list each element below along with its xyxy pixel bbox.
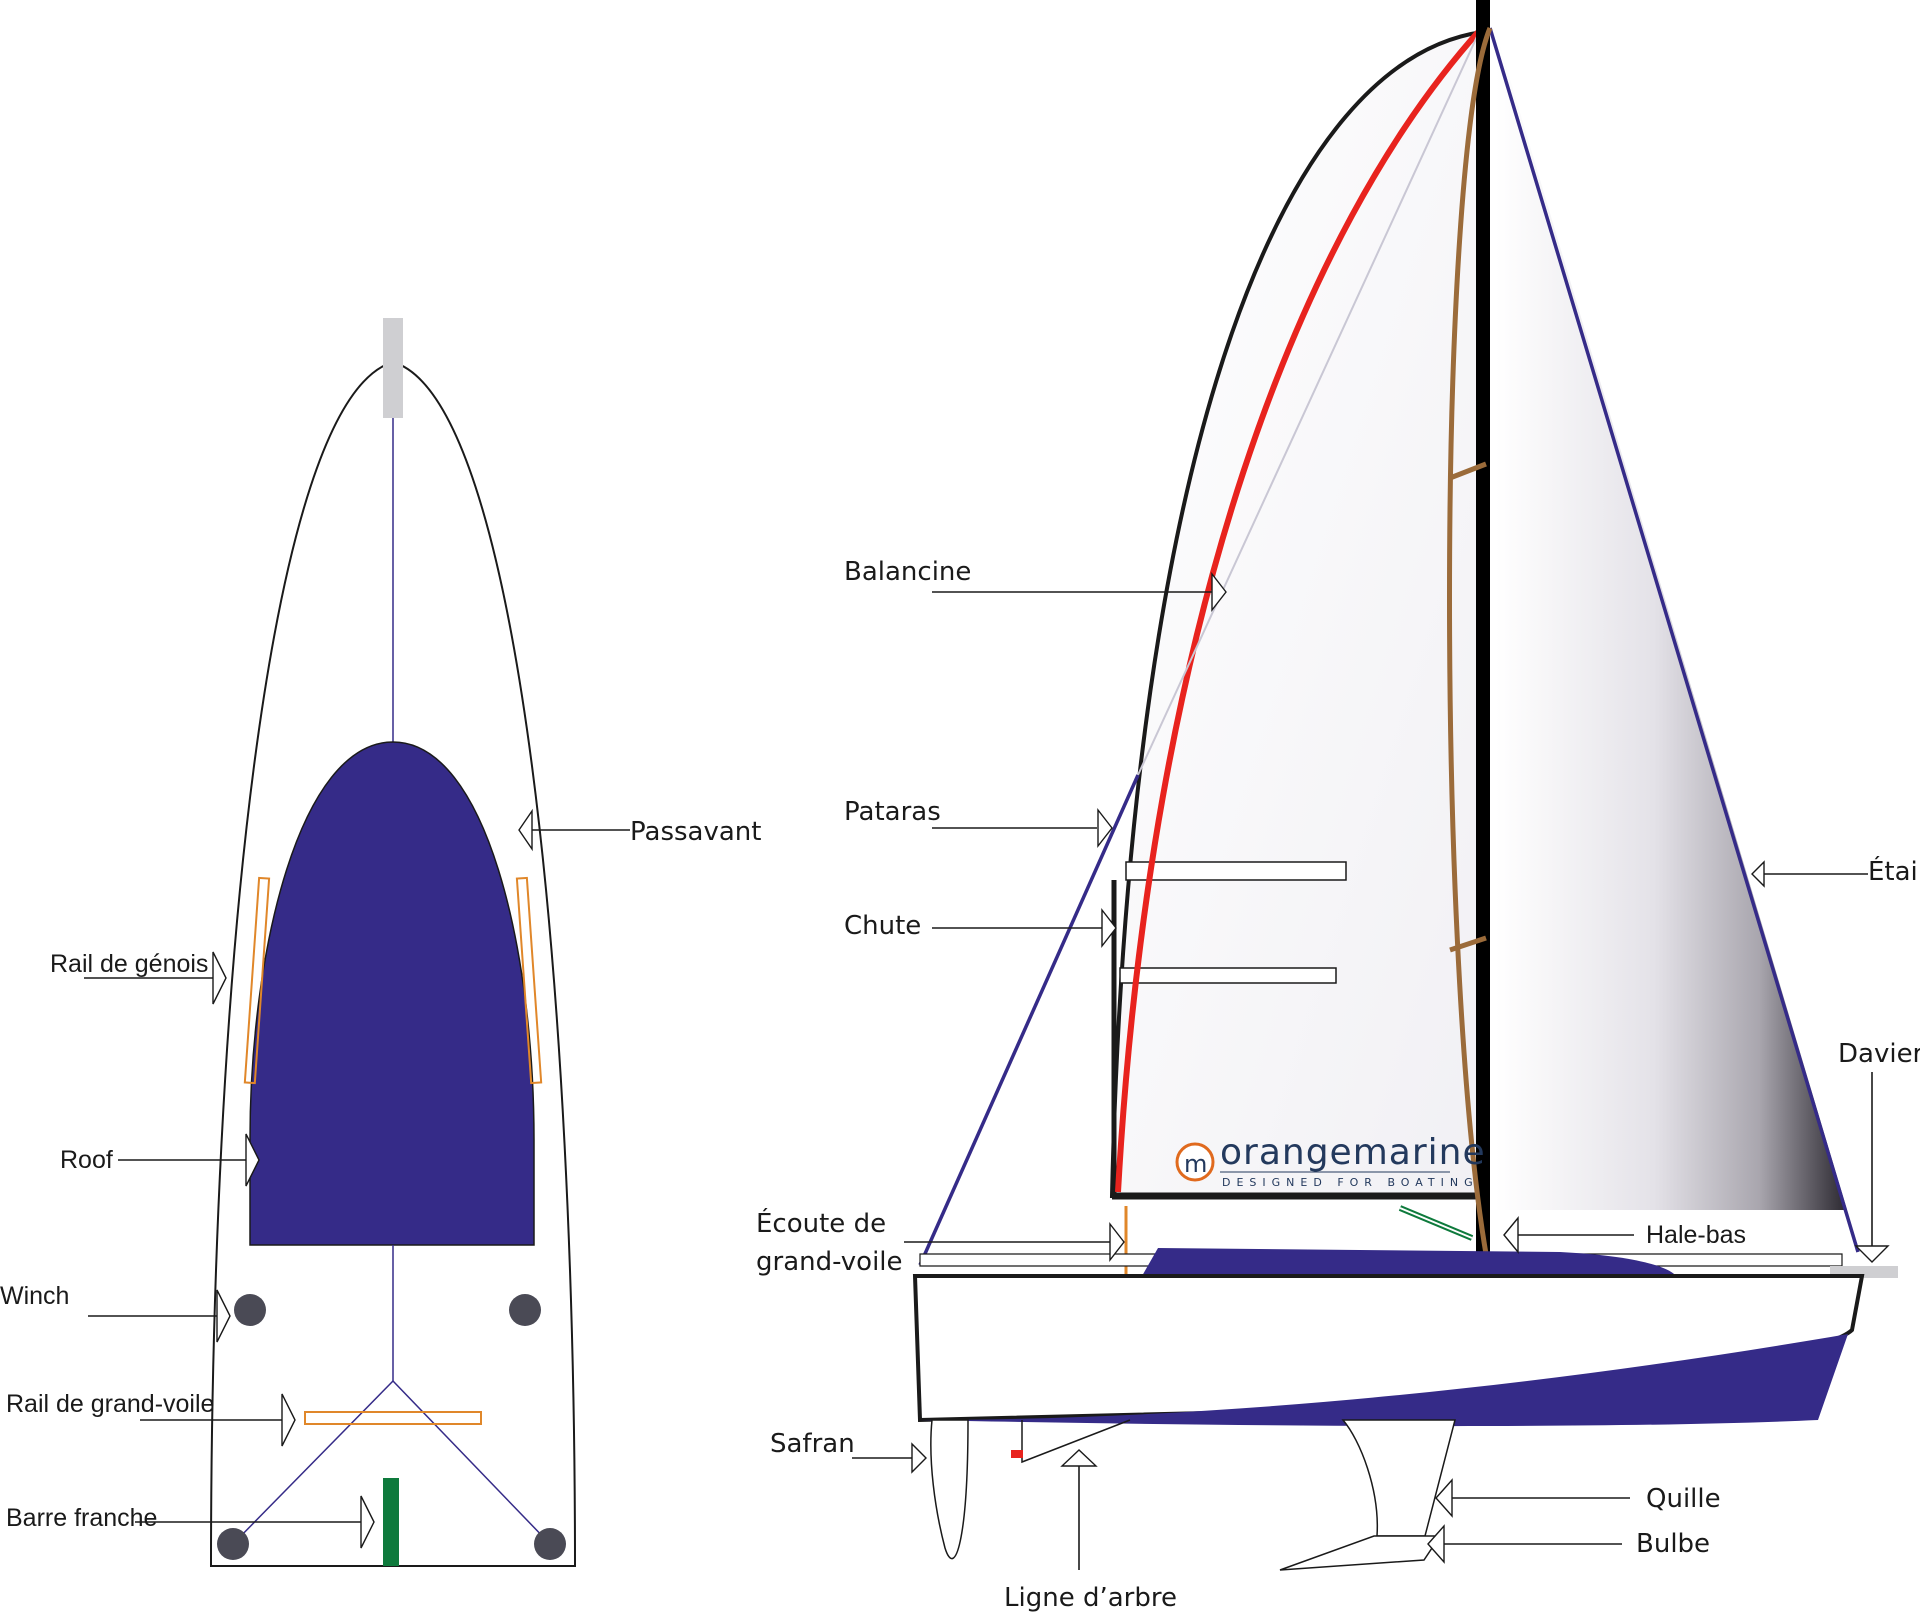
vang-inner bbox=[1399, 1207, 1473, 1239]
barre-arrow bbox=[360, 1495, 375, 1549]
backstay bbox=[918, 774, 1140, 1266]
ecoute-label-line1: Écoute de bbox=[756, 1207, 886, 1239]
ecoute-arrow bbox=[1109, 1221, 1125, 1263]
quille-arrow bbox=[1435, 1478, 1453, 1518]
passavant-label: Passavant bbox=[630, 817, 761, 847]
safran-label: Safran bbox=[770, 1429, 855, 1459]
keel bbox=[1341, 1419, 1456, 1537]
winch-icon bbox=[234, 1294, 266, 1326]
ecoute-label-line2: grand-voile bbox=[756, 1247, 903, 1277]
shaft-line bbox=[1021, 1419, 1131, 1464]
batten bbox=[1119, 967, 1337, 984]
winch-arrow bbox=[216, 1289, 231, 1343]
rail-gv-arrow bbox=[281, 1393, 296, 1447]
spreader bbox=[1449, 461, 1487, 481]
genoa-rail-left bbox=[243, 876, 271, 1085]
winch-icon bbox=[534, 1528, 566, 1560]
logo-mark: m bbox=[1184, 1150, 1208, 1178]
jib-sail bbox=[1496, 32, 1847, 1210]
ligne-arbre-label: Ligne d’arbre bbox=[1004, 1583, 1177, 1613]
roof-label: Roof bbox=[60, 1146, 113, 1174]
etai-arrow bbox=[1751, 860, 1765, 888]
side-view: m orangemarine DESIGNED FOR BOATING Bala… bbox=[756, 0, 1920, 1613]
bow-fitting bbox=[383, 318, 403, 418]
etai-label: Étai bbox=[1868, 855, 1918, 887]
rudder bbox=[930, 1419, 969, 1560]
forestay bbox=[1488, 27, 1860, 1253]
quille-label: Quille bbox=[1646, 1484, 1721, 1514]
propeller bbox=[1011, 1450, 1023, 1458]
orangemarine-logo: m orangemarine DESIGNED FOR BOATING bbox=[1175, 1132, 1486, 1189]
winch-label: Winch bbox=[0, 1282, 69, 1310]
hull-bottom bbox=[920, 1334, 1848, 1427]
shroud bbox=[1447, 27, 1493, 1277]
bridle-left bbox=[232, 1380, 394, 1545]
deck-view: Passavant Rail de génois Roof Winch Rail… bbox=[0, 318, 761, 1567]
chute-arrow bbox=[1101, 907, 1117, 949]
chute-label: Chute bbox=[844, 911, 921, 941]
bulbe-arrow bbox=[1427, 1524, 1445, 1564]
bulb bbox=[1279, 1535, 1442, 1571]
logo-brand: orangemarine bbox=[1220, 1132, 1486, 1173]
davier-label: Davier bbox=[1838, 1039, 1920, 1069]
ligne-arbre-arrow bbox=[1060, 1449, 1098, 1467]
roof-arrow bbox=[245, 1133, 260, 1187]
mainsheet-rail bbox=[304, 1411, 482, 1425]
barre-label: Barre franche bbox=[6, 1504, 157, 1532]
pataras-arrow bbox=[1097, 807, 1113, 849]
hale-bas-arrow bbox=[1503, 1216, 1519, 1254]
davier-arrow bbox=[1854, 1245, 1890, 1263]
logo-tagline: DESIGNED FOR BOATING bbox=[1222, 1176, 1479, 1189]
winch-icon bbox=[217, 1528, 249, 1560]
hale-bas-label: Hale-bas bbox=[1646, 1221, 1746, 1249]
passavant-arrow bbox=[518, 808, 533, 852]
tiller bbox=[383, 1478, 399, 1566]
cabin-roof bbox=[1142, 1248, 1676, 1276]
logo-mark-icon bbox=[1175, 1142, 1215, 1182]
spreader bbox=[1449, 935, 1487, 953]
genoa-rail-right bbox=[515, 876, 543, 1085]
safran-arrow bbox=[911, 1442, 927, 1474]
rail-gv-label: Rail de grand-voile bbox=[6, 1390, 214, 1418]
mast bbox=[1476, 0, 1490, 1280]
mainsail bbox=[1109, 29, 1484, 1198]
rail-genois-label: Rail de génois bbox=[50, 950, 208, 978]
topping-lift bbox=[1115, 27, 1483, 1193]
batten bbox=[1125, 861, 1347, 881]
bulbe-label: Bulbe bbox=[1636, 1529, 1710, 1559]
winch-icon bbox=[509, 1294, 541, 1326]
rail-genois-arrow bbox=[212, 951, 227, 1005]
balancine-arrow bbox=[1211, 571, 1227, 613]
pataras-label: Pataras bbox=[844, 797, 941, 827]
bridle-right bbox=[392, 1380, 551, 1545]
balancine-label: Balancine bbox=[844, 557, 971, 587]
backstay-upper bbox=[1137, 29, 1481, 776]
